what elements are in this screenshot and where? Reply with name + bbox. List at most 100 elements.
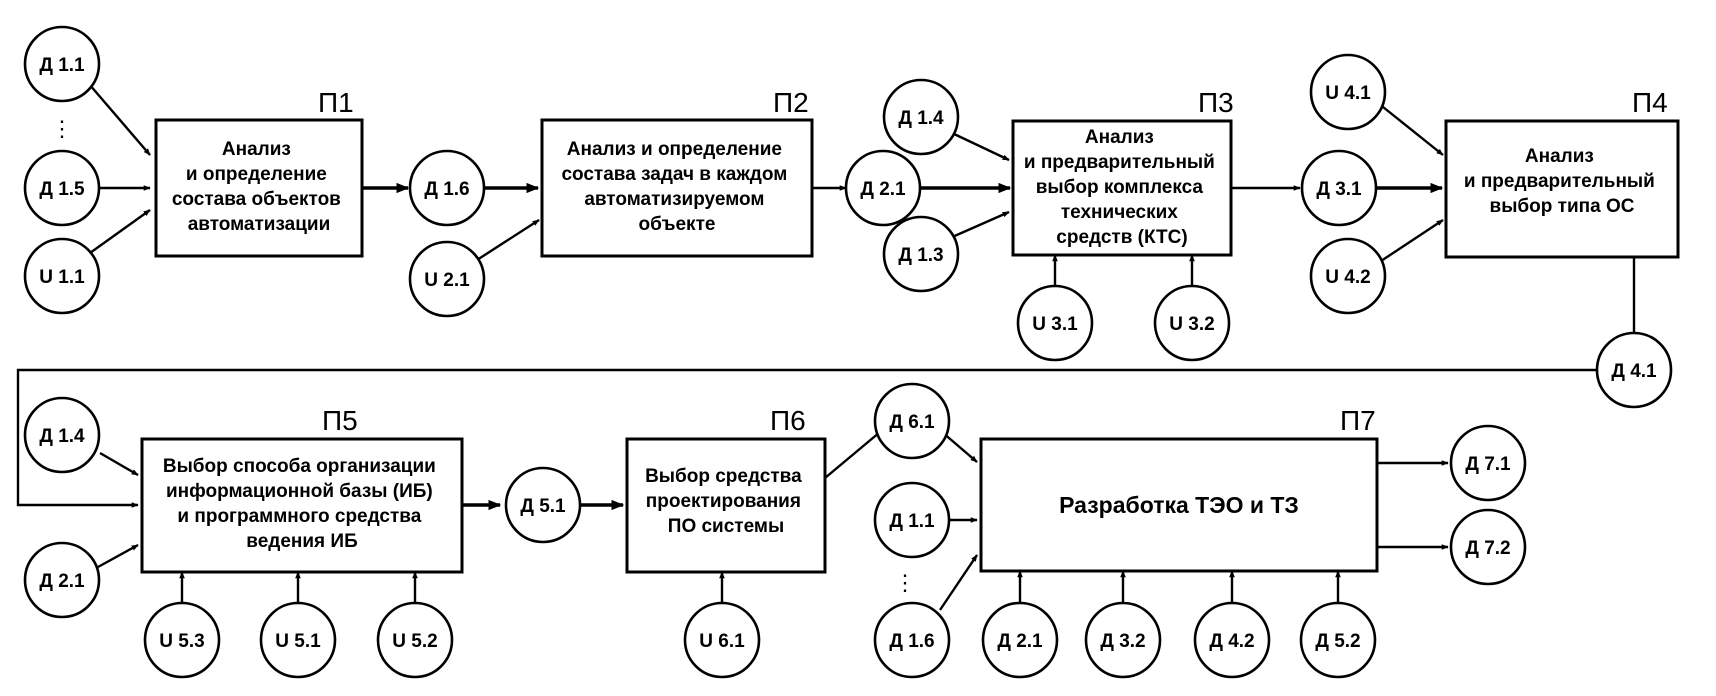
edge-d11a-p1 [82, 76, 151, 156]
node-label: U 3.1 [1032, 314, 1078, 335]
node-d15: Д 1.5 [23, 149, 101, 227]
process-text-p6-line: Выбор средства [645, 466, 802, 487]
node-label: U 4.1 [1325, 83, 1371, 104]
process-text-p6: Выбор средства проектирования ПО системы [645, 466, 807, 537]
process-box-p3 [1011, 119, 1233, 257]
process-text-p6-line: ПО системы [668, 516, 784, 537]
process-text-p5-line: информационной базы (ИБ) [166, 481, 433, 502]
process-box-p4 [1444, 119, 1680, 259]
process-text-p5-line: и программного средства [177, 506, 421, 527]
node-label: Д 7.1 [1465, 454, 1511, 475]
process-label-p5: П5 [322, 405, 358, 436]
node-u52: U 5.2 [376, 601, 454, 679]
node-d32: Д 3.2 [1084, 601, 1162, 679]
node-d21c: Д 2.1 [981, 601, 1059, 679]
process-boxes [140, 118, 1680, 574]
node-d14b: Д 1.4 [23, 396, 101, 474]
node-label: Д 1.3 [898, 245, 943, 266]
node-label: Д 1.1 [39, 55, 85, 76]
node-label: U 5.2 [392, 631, 437, 652]
process-text-p5-line: ведения ИБ [246, 531, 357, 552]
edge-u42-p4 [1377, 218, 1444, 265]
node-label: Д 6.1 [889, 412, 935, 433]
process-label-p7: П7 [1340, 405, 1376, 436]
edge-d14a-p3 [951, 131, 1010, 162]
process-text-p3-line: Анализ [1085, 127, 1154, 148]
node-u61: U 6.1 [683, 601, 761, 679]
edge-d61-p7 [941, 431, 978, 463]
process-text-p1-line: автоматизации [188, 214, 331, 235]
process-text-p4-line: выбор типа ОС [1490, 196, 1635, 217]
process-text-p4: Анализ и предварительный выбор типа ОС [1464, 146, 1660, 217]
node-u51: U 5.1 [259, 601, 337, 679]
node-d11a: Д 1.1 [23, 25, 101, 103]
process-label-p2: П2 [773, 87, 809, 118]
node-d21b: Д 2.1 [23, 541, 101, 619]
node-d61: Д 6.1 [873, 382, 951, 460]
node-d31: Д 3.1 [1300, 149, 1378, 227]
node-d16b: Д 1.6 [873, 601, 951, 679]
process-text-p5: Выбор способа организации информационной… [163, 456, 441, 552]
process-text-p6-line: проектирования [646, 491, 801, 512]
process-text-p3-line: и предварительный [1024, 152, 1215, 173]
node-d72: Д 7.2 [1449, 508, 1527, 586]
node-label: Д 3.1 [1316, 179, 1362, 200]
process-box-p1 [154, 118, 364, 258]
nodes: Д 1.1 Д 1.5 U 1.1 Д 1.6 U 2.1 Д 2.1 Д 1.… [23, 25, 1673, 679]
node-label: Д 2.1 [997, 631, 1043, 652]
process-labels: П1 П2 П3 П4 П5 П6 П7 [318, 87, 1668, 436]
node-u21: U 2.1 [408, 240, 486, 318]
node-d51: Д 5.1 [504, 466, 582, 544]
process-box-p6 [625, 437, 827, 574]
node-label: U 5.1 [275, 631, 321, 652]
node-d11b: Д 1.1 [873, 481, 951, 559]
node-u53: U 5.3 [143, 601, 221, 679]
process-text-p1-line: состава объектов [172, 189, 341, 210]
edge-d21b-p5 [97, 543, 139, 569]
node-label: Д 2.1 [860, 179, 906, 200]
process-text-p1-line: и определение [186, 164, 327, 185]
node-label: Д 1.6 [889, 631, 934, 652]
process-text-p1-line: Анализ [222, 139, 291, 160]
node-label: Д 1.1 [889, 511, 935, 532]
process-text-p2-line: Анализ и определение [567, 139, 782, 160]
process-text-p4-line: и предварительный [1464, 171, 1655, 192]
node-label: Д 7.2 [1465, 538, 1510, 559]
node-d16a: Д 1.6 [408, 149, 486, 227]
process-label-p4: П4 [1632, 87, 1668, 118]
node-label: Д 1.4 [39, 426, 85, 447]
process-text-p1: Анализ и определение состава объектов ав… [172, 139, 346, 235]
process-text-p3-line: средств (КТС) [1056, 227, 1187, 248]
node-d13: Д 1.3 [882, 215, 960, 293]
process-text-p7: Разработка ТЭО и ТЗ [1059, 492, 1299, 518]
process-label-p1: П1 [318, 87, 354, 118]
process-text-p2-line: состава задач в каждом [561, 164, 787, 185]
edge-p6-d61 [824, 431, 881, 479]
node-u32: U 3.2 [1153, 284, 1231, 362]
node-label: Д 1.6 [424, 179, 469, 200]
node-u31: U 3.1 [1016, 284, 1094, 362]
node-label: Д 4.2 [1209, 631, 1254, 652]
node-u42: U 4.2 [1309, 237, 1387, 315]
edges [16, 76, 1636, 611]
process-text-p3-line: технических [1061, 202, 1178, 223]
node-label: Д 4.1 [1611, 361, 1657, 382]
process-texts: Анализ и определение состава объектов ав… [163, 127, 1660, 552]
node-d14a: Д 1.4 [882, 78, 960, 156]
node-label: U 5.3 [159, 631, 204, 652]
node-label: U 4.2 [1325, 267, 1370, 288]
edge-d13-p3 [949, 210, 1010, 240]
edge-d41-p5-loop [16, 368, 1596, 508]
node-label: U 6.1 [699, 631, 745, 652]
edge-u41-p4 [1377, 102, 1444, 156]
process-label-p3: П3 [1198, 87, 1234, 118]
process-text-p2-line: автоматизируемом [584, 189, 764, 210]
process-box-p2 [540, 118, 814, 258]
node-label: Д 1.4 [898, 108, 944, 129]
node-label: Д 5.1 [520, 496, 566, 517]
process-text-p2-line: объекте [639, 214, 716, 235]
node-d42: Д 4.2 [1193, 601, 1271, 679]
process-text-p2: Анализ и определение состава задач в каж… [561, 139, 792, 235]
node-d71: Д 7.1 [1449, 424, 1527, 502]
